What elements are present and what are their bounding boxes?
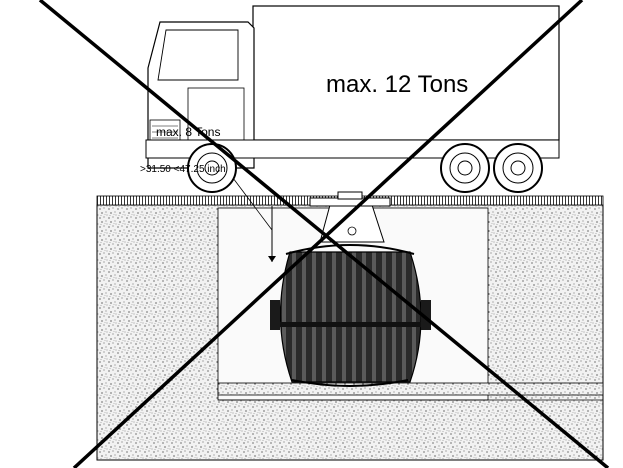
depth-dimension: [229, 173, 276, 262]
truck-front-wheel: [187, 143, 237, 193]
gravel-bed: [217, 382, 604, 396]
truck-rear-wheel: [493, 143, 543, 193]
truck-cargo-box: [252, 5, 560, 141]
cross-out-mark: [38, 0, 610, 468]
cover-depth-label: >31.50 <47.25 inch: [140, 164, 226, 175]
truck-load-label: max. 12 Tons: [326, 71, 468, 98]
truck: [145, 5, 560, 193]
truck-rear-wheel: [440, 143, 490, 193]
axle-load-label: max. 8 Tons: [156, 125, 220, 139]
